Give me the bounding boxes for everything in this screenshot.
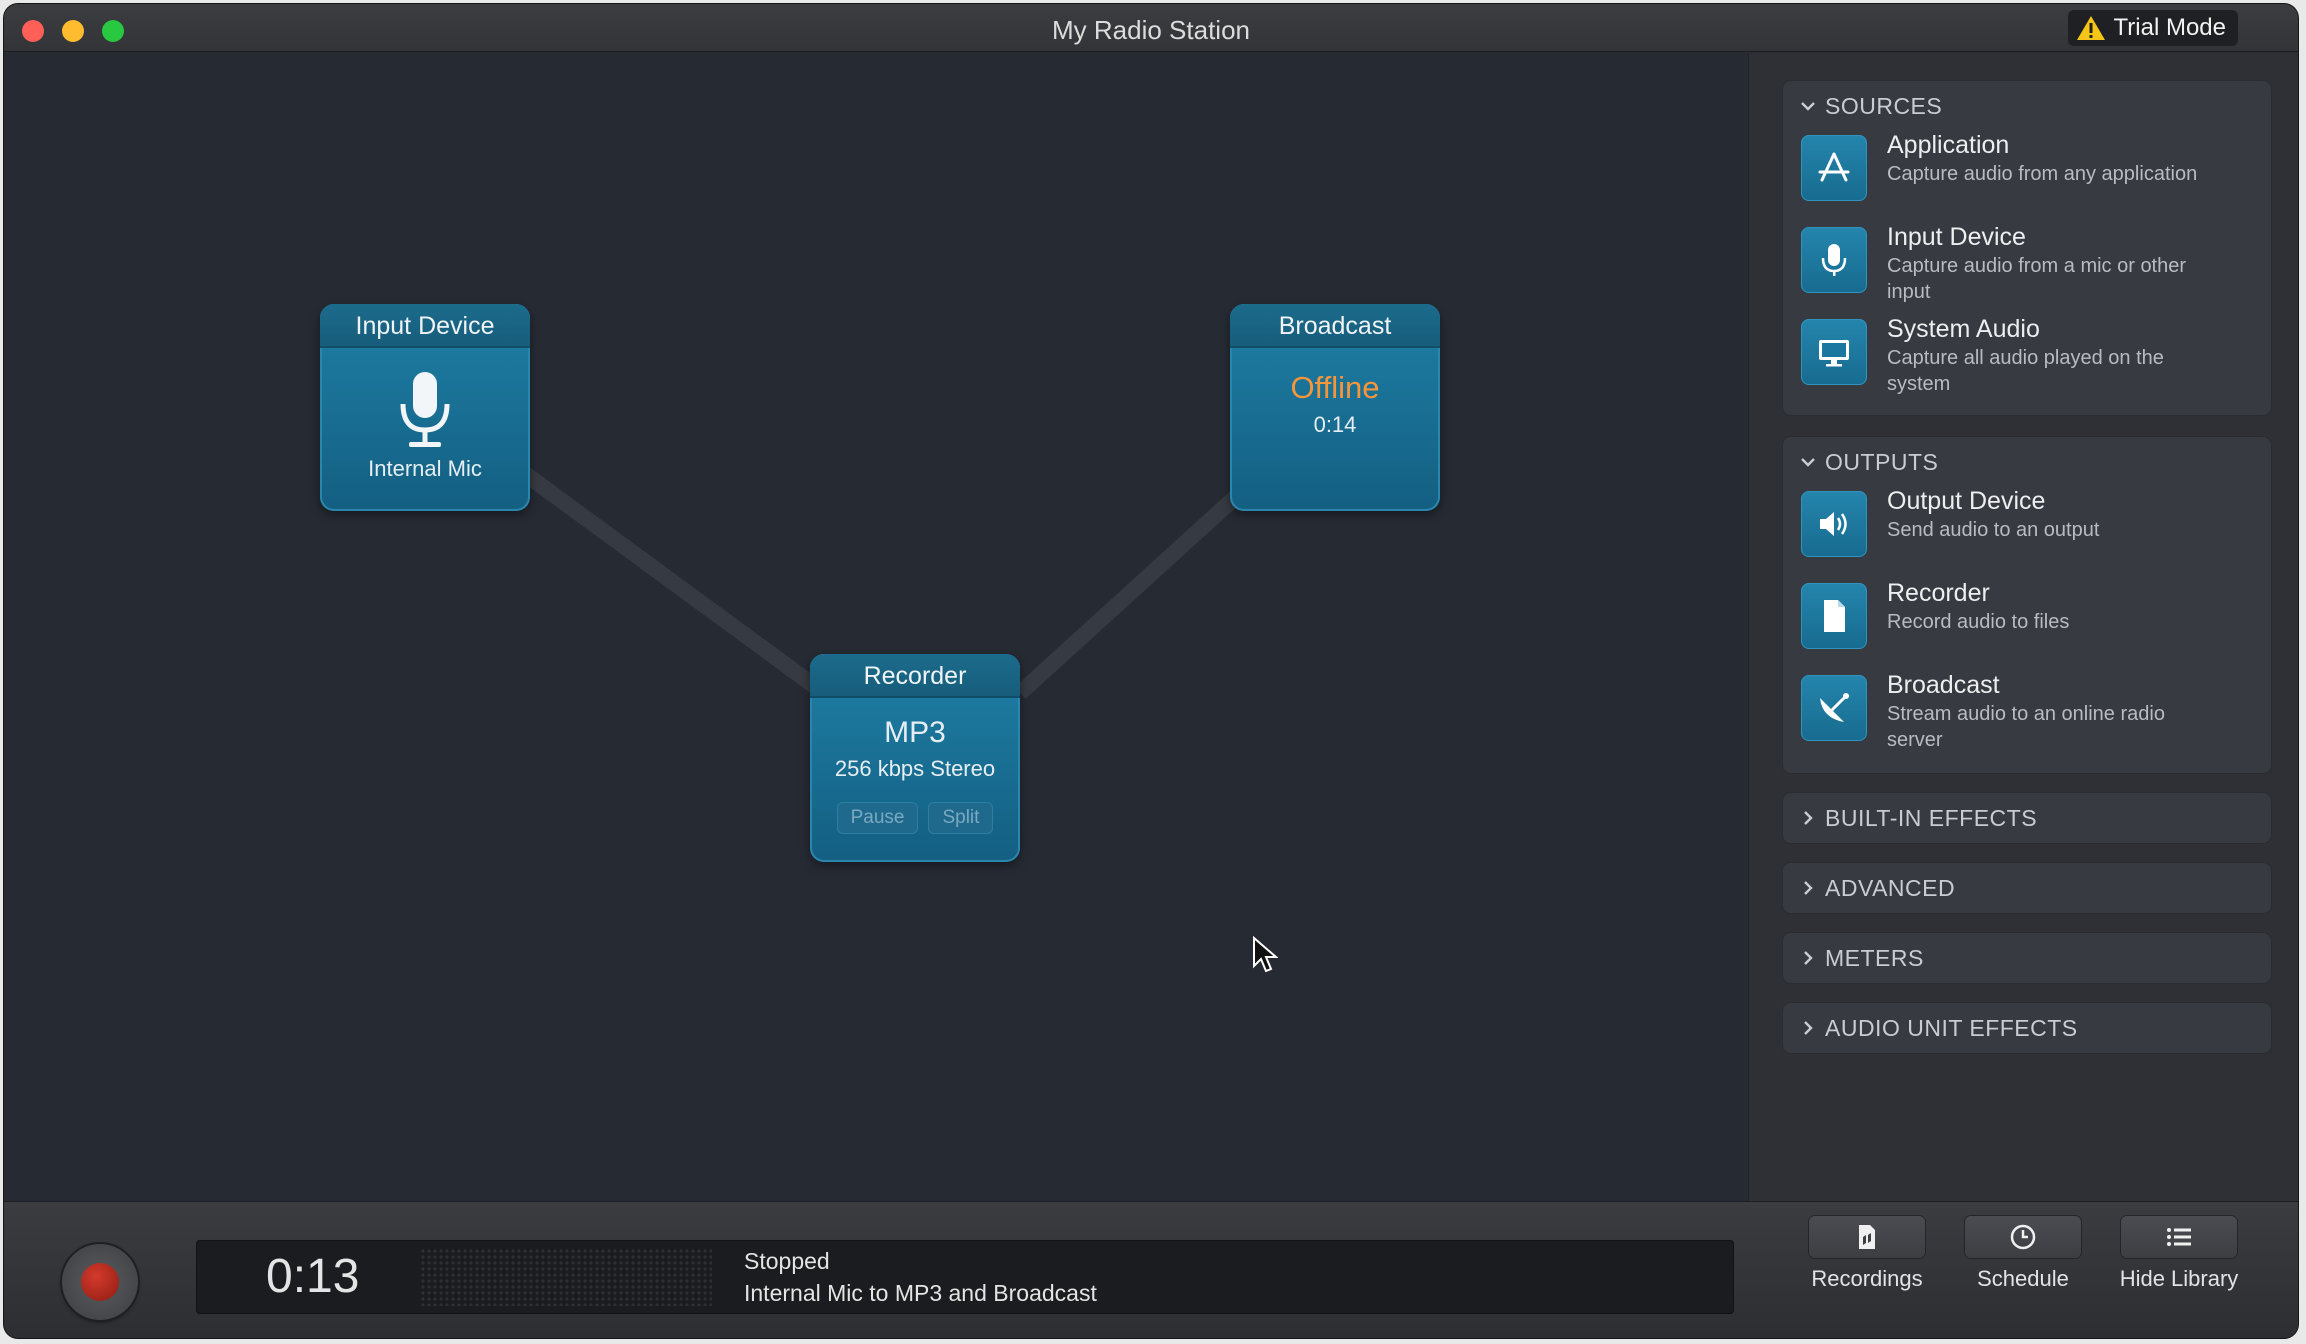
hide-library-button[interactable]: Hide Library	[2114, 1216, 2244, 1292]
section-title: METERS	[1825, 944, 1924, 971]
library-item-system-audio[interactable]: System Audio Capture all audio played on…	[1783, 315, 2271, 407]
wire-input-to-recorder	[519, 466, 829, 700]
chevron-right-icon	[1804, 1021, 1813, 1035]
monitor-icon	[1801, 319, 1867, 385]
recordings-label: Recordings	[1811, 1266, 1923, 1291]
node-title: Input Device	[320, 304, 530, 348]
trial-mode-badge[interactable]: Trial Mode	[2067, 10, 2238, 46]
library-item-desc: Capture audio from a mic or other input	[1887, 255, 2187, 303]
outputs-section: OUTPUTS Output Device Send audio to an o…	[1783, 437, 2271, 773]
chevron-right-icon	[1804, 811, 1813, 825]
library-item-title: Application	[1887, 131, 2010, 159]
library-item-broadcast[interactable]: Broadcast Stream audio to an online radi…	[1783, 671, 2271, 763]
schedule-label: Schedule	[1977, 1266, 2069, 1291]
outputs-header[interactable]: OUTPUTS	[1783, 437, 2271, 487]
route-text: Internal Mic to MP3 and Broadcast	[744, 1280, 1097, 1306]
section-title: BUILT-IN EFFECTS	[1825, 804, 2038, 831]
app-window: My Radio Station Trial Mode Input Device	[4, 4, 2298, 1338]
advanced-section[interactable]: ADVANCED	[1783, 863, 2271, 913]
record-icon	[81, 1263, 119, 1301]
warning-icon	[2076, 16, 2105, 40]
node-title: Broadcast	[1230, 304, 1440, 348]
chevron-down-icon	[1801, 102, 1815, 111]
recorder-format: MP3	[884, 716, 946, 749]
outputs-title: OUTPUTS	[1825, 448, 1939, 475]
audio-unit-effects-section[interactable]: AUDIO UNIT EFFECTS	[1783, 1003, 2271, 1053]
wire-recorder-to-broadcast	[1014, 487, 1246, 699]
library-item-desc: Capture audio from any application	[1887, 163, 2198, 185]
routing-canvas[interactable]: Input Device Internal Mic Broadcast Offl…	[4, 53, 1748, 1201]
library-item-desc: Send audio to an output	[1887, 519, 2100, 541]
input-device-node[interactable]: Input Device Internal Mic	[320, 304, 530, 511]
meters-section[interactable]: METERS	[1783, 933, 2271, 983]
sources-header[interactable]: SOURCES	[1783, 81, 2271, 131]
chevron-down-icon	[1801, 458, 1815, 467]
mouse-cursor-icon	[1253, 936, 1278, 973]
library-item-title: System Audio	[1887, 315, 2040, 343]
document-icon	[1801, 583, 1867, 649]
level-meter	[420, 1248, 712, 1306]
library-item-title: Input Device	[1887, 223, 2026, 251]
library-item-input-device[interactable]: Input Device Capture audio from a mic or…	[1783, 223, 2271, 315]
list-icon	[2167, 1228, 2191, 1246]
library-item-title: Recorder	[1887, 579, 1990, 607]
zoom-window-button[interactable]	[102, 20, 124, 42]
recorder-node[interactable]: Recorder MP3 256 kbps Stereo Pause Split	[810, 654, 1020, 862]
microphone-icon	[1801, 227, 1867, 293]
library-item-desc: Capture all audio played on the system	[1887, 347, 2164, 395]
microphone-icon	[400, 372, 450, 447]
library-item-recorder[interactable]: Recorder Record audio to files	[1783, 579, 2271, 671]
split-button[interactable]: Split	[928, 802, 994, 834]
node-title: Recorder	[810, 654, 1020, 698]
connection-wires	[519, 466, 1246, 700]
library-item-desc: Stream audio to an online radio server	[1887, 703, 2165, 751]
close-window-button[interactable]	[22, 20, 44, 42]
library-item-output-device[interactable]: Output Device Send audio to an output	[1783, 487, 2271, 579]
minimize-window-button[interactable]	[62, 20, 84, 42]
recordings-button[interactable]: Recordings	[1802, 1216, 1932, 1292]
broadcast-node[interactable]: Broadcast Offline 0:14	[1230, 304, 1440, 511]
sources-section: SOURCES Application Capture audio from a…	[1783, 81, 2271, 415]
recordings-icon	[1859, 1225, 1875, 1249]
record-button[interactable]	[62, 1244, 138, 1320]
clock-icon	[2010, 1224, 2036, 1250]
trial-mode-label: Trial Mode	[2113, 14, 2226, 41]
sources-title: SOURCES	[1825, 92, 1943, 119]
library-item-title: Broadcast	[1887, 671, 2000, 699]
window-title: My Radio Station	[1052, 15, 1250, 45]
title-bar: My Radio Station Trial Mode	[4, 4, 2298, 52]
library-item-application[interactable]: Application Capture audio from any appli…	[1783, 131, 2271, 223]
speaker-icon	[1801, 491, 1867, 557]
section-title: ADVANCED	[1825, 874, 1956, 901]
pause-button[interactable]: Pause	[836, 802, 919, 834]
library-panel: SOURCES Application Capture audio from a…	[1748, 53, 2298, 1201]
elapsed-time: 0:13	[266, 1250, 360, 1303]
status-display: 0:13 Stopped Internal Mic to MP3 and Bro…	[196, 1240, 1734, 1314]
chevron-right-icon	[1804, 951, 1813, 965]
broadcast-status: Offline	[1290, 370, 1380, 405]
status-text: Stopped	[744, 1248, 830, 1274]
schedule-button[interactable]: Schedule	[1958, 1216, 2088, 1292]
broadcast-time: 0:14	[1313, 412, 1357, 437]
chevron-right-icon	[1804, 881, 1813, 895]
bottom-toolbar: 0:13 Stopped Internal Mic to MP3 and Bro…	[4, 1201, 2298, 1338]
satellite-dish-icon	[1801, 675, 1867, 741]
app-store-icon	[1801, 135, 1867, 201]
section-title: AUDIO UNIT EFFECTS	[1825, 1014, 2078, 1041]
input-device-label: Internal Mic	[368, 456, 482, 481]
hide-library-label: Hide Library	[2119, 1266, 2239, 1291]
library-item-title: Output Device	[1887, 487, 2046, 515]
recorder-quality: 256 kbps Stereo	[834, 756, 996, 781]
built-in-effects-section[interactable]: BUILT-IN EFFECTS	[1783, 793, 2271, 843]
library-item-desc: Record audio to files	[1887, 611, 2070, 633]
